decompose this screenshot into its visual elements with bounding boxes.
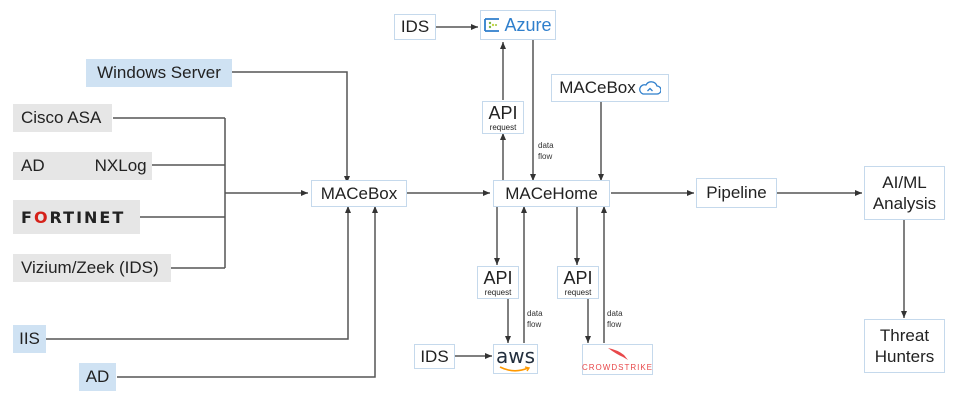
node-pipeline-label: Pipeline bbox=[706, 183, 767, 202]
node-macebox-cloud-label: MACeBox bbox=[559, 78, 636, 97]
fortinet-logo-f: F bbox=[21, 207, 34, 227]
api-title: API bbox=[488, 102, 518, 123]
source-cisco-asa-label: Cisco ASA bbox=[21, 108, 102, 127]
api-subtitle: request bbox=[484, 287, 512, 297]
source-ad: AD bbox=[79, 363, 116, 391]
source-vizium-zeek: Vizium/Zeek (IDS) bbox=[13, 254, 171, 282]
node-ids-aws-label: IDS bbox=[420, 346, 449, 366]
fortinet-logo-o: O bbox=[33, 207, 50, 227]
source-windows-server: Windows Server bbox=[86, 59, 232, 87]
source-iis-label: IIS bbox=[19, 329, 40, 348]
data-flow-line1: data bbox=[607, 309, 623, 318]
data-flow-line1: data bbox=[527, 309, 543, 318]
source-ad-nxlog: AD NXLog bbox=[13, 152, 152, 180]
data-flow-line1: data bbox=[538, 141, 554, 150]
source-ad-label: AD bbox=[21, 156, 45, 175]
node-aiml-analysis: AI/ML Analysis bbox=[864, 166, 945, 220]
source-vizium-label: Vizium/Zeek (IDS) bbox=[21, 258, 159, 277]
cloud-icon bbox=[638, 81, 661, 95]
source-ad-label-2: AD bbox=[85, 367, 110, 386]
node-ids-azure: IDS bbox=[394, 14, 436, 40]
node-ids-azure-label: IDS bbox=[400, 17, 430, 36]
crowdstrike-falcon-icon bbox=[607, 348, 628, 360]
data-flow-label-crowdstrike: data flow bbox=[607, 308, 623, 330]
api-subtitle: request bbox=[489, 122, 517, 132]
node-threat-line2: Hunters bbox=[874, 347, 935, 366]
source-cisco-asa: Cisco ASA bbox=[13, 104, 112, 132]
data-flow-label-azure: data flow bbox=[538, 140, 554, 162]
node-pipeline: Pipeline bbox=[696, 178, 777, 208]
source-nxlog-label: NXLog bbox=[94, 156, 147, 175]
source-iis: IIS bbox=[13, 325, 46, 353]
data-flow-line2: flow bbox=[538, 152, 553, 161]
node-macebox-label: MACeBox bbox=[320, 183, 398, 203]
api-title: API bbox=[483, 267, 513, 288]
aws-smile-icon bbox=[499, 365, 530, 372]
node-macehome-label: MACeHome bbox=[505, 183, 598, 203]
node-crowdstrike: CROWDSTRIKE bbox=[582, 344, 653, 375]
api-title: API bbox=[563, 267, 593, 288]
node-aiml-line1: AI/ML bbox=[882, 173, 927, 192]
api-request-azure: API request bbox=[482, 101, 524, 134]
azure-label: Azure bbox=[504, 14, 552, 35]
node-macehome: MACeHome bbox=[493, 180, 610, 207]
node-macebox-cloud: MACeBox bbox=[551, 74, 669, 102]
api-request-crowdstrike: API request bbox=[557, 266, 599, 299]
node-aiml-line2: Analysis bbox=[872, 194, 937, 213]
fortinet-logo-rest: RTINET bbox=[49, 207, 126, 227]
source-fortinet: FORTINET bbox=[13, 200, 140, 234]
node-macebox: MACeBox bbox=[311, 180, 407, 207]
api-subtitle: request bbox=[564, 287, 592, 297]
node-threat-hunters: Threat Hunters bbox=[864, 319, 945, 373]
node-azure: Azure bbox=[480, 10, 556, 40]
data-flow-label-aws: data flow bbox=[527, 308, 543, 330]
data-flow-line2: flow bbox=[607, 320, 622, 329]
azure-sentinel-icon bbox=[484, 18, 500, 32]
fortinet-logo: FORTINET bbox=[21, 208, 125, 227]
aws-logo-text: aws bbox=[495, 343, 536, 368]
node-ids-aws: IDS bbox=[414, 344, 455, 369]
edge-windows-macebox bbox=[232, 71, 350, 183]
edge-ad-macebox bbox=[117, 206, 378, 378]
source-windows-server-label: Windows Server bbox=[97, 63, 221, 82]
api-request-aws: API request bbox=[477, 266, 519, 299]
node-threat-line1: Threat bbox=[879, 326, 930, 345]
data-flow-line2: flow bbox=[527, 320, 542, 329]
crowdstrike-label: CROWDSTRIKE bbox=[582, 363, 653, 372]
edge-iis-macebox bbox=[46, 206, 351, 340]
node-aws: aws bbox=[493, 344, 538, 374]
